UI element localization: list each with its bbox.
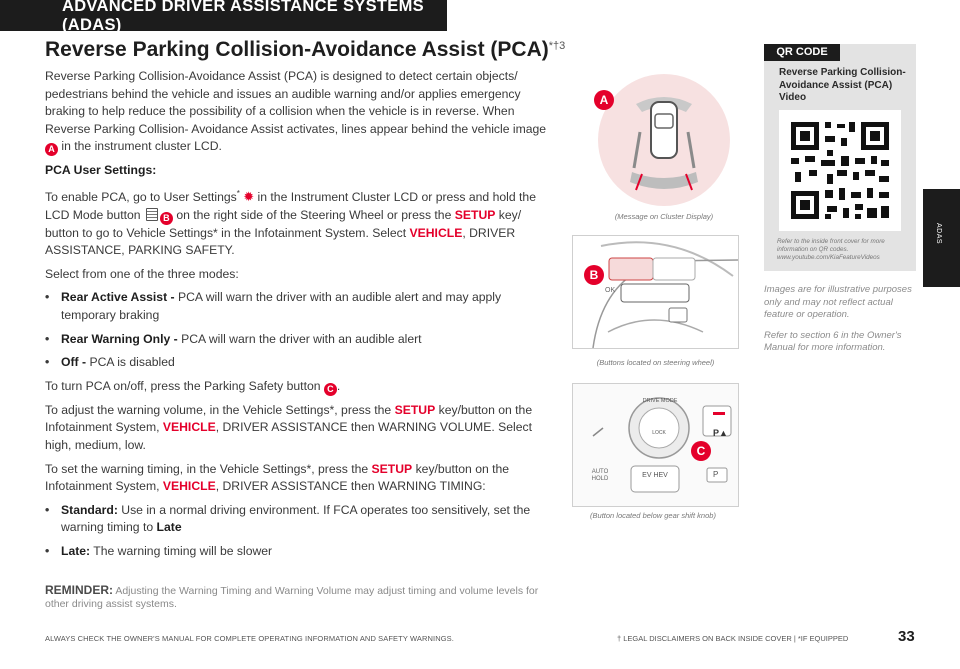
select-modes-text: Select from one of the three modes: bbox=[45, 266, 239, 281]
qr-tag: QR CODE bbox=[764, 44, 840, 61]
steering-wheel-image: OK bbox=[572, 235, 739, 349]
side-tab-label: ADAS bbox=[935, 223, 942, 245]
timing-list: Standard: Use in a normal driving enviro… bbox=[45, 502, 550, 561]
list-item: Rear Active Assist - PCA will warn the d… bbox=[45, 289, 550, 324]
settings-paragraph: To enable PCA, go to User Settings* ✹ in… bbox=[45, 188, 536, 258]
gear-icon: ✹ bbox=[243, 189, 255, 205]
toggle-paragraph: To turn PCA on/off, press the Parking Sa… bbox=[45, 378, 341, 396]
cluster-display-image bbox=[596, 72, 732, 208]
marker-c: C bbox=[691, 441, 711, 461]
caption-wheel: (Buttons located on steering wheel) bbox=[596, 358, 715, 367]
marker-b: B bbox=[584, 265, 604, 285]
page-title: Reverse Parking Collision-Avoidance Assi… bbox=[45, 38, 565, 62]
qr-title: Reverse Parking Collision-Avoidance Assi… bbox=[779, 67, 906, 103]
list-item: Late: The warning timing will be slower bbox=[45, 543, 550, 561]
footer-warning: ALWAYS CHECK THE OWNER'S MANUAL FOR COMP… bbox=[45, 634, 454, 643]
volume-paragraph: To adjust the warning volume, in the Veh… bbox=[45, 402, 533, 452]
title-superscript: *†3 bbox=[548, 40, 566, 52]
drive-mode-ring-label: DRIVE MODE bbox=[642, 398, 678, 404]
auto-hold-label: AUTO HOLD bbox=[591, 469, 609, 482]
list-item: Standard: Use in a normal driving enviro… bbox=[45, 502, 550, 537]
list-item: Rear Warning Only - PCA will warn the dr… bbox=[45, 331, 550, 349]
settings-heading: PCA User Settings: bbox=[45, 163, 157, 178]
main-body: Reverse Parking Collision-Avoidance Assi… bbox=[45, 68, 550, 567]
illustrative-note: Images are for illustrative purposes onl… bbox=[764, 284, 912, 320]
gear-console-image: DRIVE MODE LOCK P▲ AUTO HOLD EV HEV P bbox=[572, 383, 739, 507]
list-item: Off - PCA is disabled bbox=[45, 354, 550, 372]
title-text: Reverse Parking Collision-Avoidance Assi… bbox=[45, 38, 549, 61]
lock-label: LOCK bbox=[652, 430, 666, 436]
footer-disclaimer: † LEGAL DISCLAIMERS ON BACK INSIDE COVER… bbox=[617, 634, 849, 643]
wheel-ok-label: OK bbox=[605, 287, 616, 294]
side-notes: Images are for illustrative purposes onl… bbox=[764, 284, 924, 363]
section-banner: ADVANCED DRIVER ASSISTANCE SYSTEMS (ADAS… bbox=[0, 0, 447, 34]
parking-safety-button: P▲ bbox=[713, 428, 728, 438]
intro-paragraph: Reverse Parking Collision-Avoidance Assi… bbox=[45, 69, 547, 157]
caption-cluster: (Message on Cluster Display) bbox=[614, 212, 714, 221]
lcd-mode-icon bbox=[145, 207, 158, 221]
timing-paragraph: To set the warning timing, in the Vehicl… bbox=[45, 461, 510, 494]
marker-a: A bbox=[594, 90, 614, 110]
p-label: P bbox=[713, 470, 719, 479]
marker-a-inline: A bbox=[45, 143, 58, 157]
page-number: 33 bbox=[898, 628, 915, 645]
qr-code-image[interactable] bbox=[779, 110, 901, 231]
marker-b-inline: B bbox=[159, 211, 173, 225]
manual-note: Refer to section 6 in the Owner's Manual… bbox=[764, 329, 902, 354]
caption-knob: (Button located below gear shift knob) bbox=[590, 511, 716, 520]
mode-list: Rear Active Assist - PCA will warn the d… bbox=[45, 289, 550, 371]
qr-note: Refer to the inside front cover for more… bbox=[777, 238, 885, 261]
side-tab[interactable]: ADAS bbox=[923, 189, 960, 287]
marker-c-inline: C bbox=[323, 382, 337, 396]
ev-hev-label: EV HEV bbox=[642, 472, 668, 479]
reminder-note: REMINDER: Adjusting the Warning Timing a… bbox=[45, 583, 539, 611]
